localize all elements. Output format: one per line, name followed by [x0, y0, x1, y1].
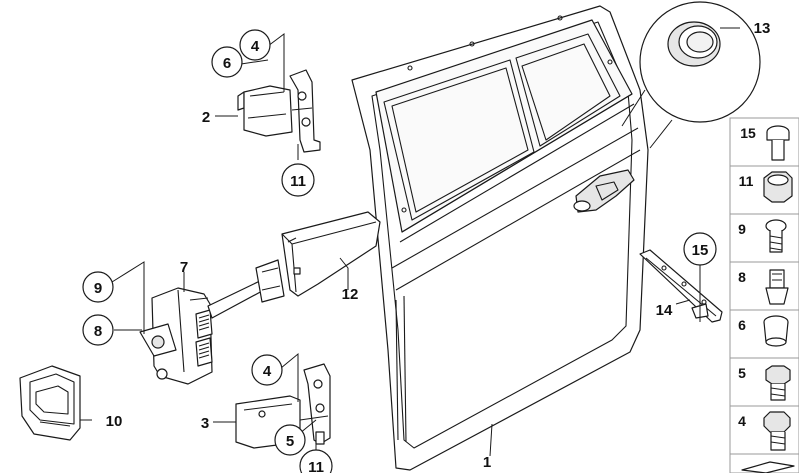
side-label-4: 4	[738, 413, 746, 429]
upper-hinge	[237, 69, 321, 153]
callout-label-3: 3	[201, 415, 209, 432]
side-label-15: 15	[740, 125, 756, 141]
callout-label-12: 12	[342, 286, 359, 303]
callout-circle-8	[82, 314, 114, 346]
callout-label-11-upper: 11	[290, 173, 306, 190]
leader-lines	[80, 33, 701, 457]
callout-label-8: 8	[94, 323, 102, 340]
callout-circle-4-lower	[251, 354, 283, 386]
callout-label-4-lower: 4	[263, 363, 272, 380]
side-label-11: 11	[739, 173, 754, 189]
callout-circle-11-lower	[299, 449, 333, 473]
callout-label-5: 5	[286, 433, 294, 450]
callout-label-2: 2	[202, 109, 210, 126]
side-label-6: 6	[738, 317, 746, 333]
callout-label-7: 7	[180, 259, 188, 276]
callout-label-6: 6	[223, 55, 231, 72]
callout-label-10: 10	[106, 413, 123, 430]
callout-label-1: 1	[483, 454, 491, 471]
callout-circle-6	[211, 46, 243, 78]
fastener-column	[729, 117, 799, 473]
callout-circle-11-upper	[281, 163, 315, 197]
side-label-8: 8	[738, 269, 746, 285]
callout-circles	[82, 29, 717, 473]
side-column-labels: 15 11 9 8 6 5 4	[738, 125, 756, 429]
callout-label-11-lower: 11	[308, 459, 324, 473]
door-stop-buffer	[19, 365, 81, 441]
callout-label-15: 15	[692, 242, 709, 259]
door-check-strap	[139, 211, 381, 385]
callout-circle-4-upper	[239, 29, 271, 61]
callout-labels: 1 2 3 4 4 5 6 7 8 9 10 11 11 12 13 14 15	[94, 20, 771, 473]
callout-circle-15	[683, 232, 717, 266]
grommet-detail-bubble	[621, 1, 761, 149]
callout-label-13: 13	[754, 20, 771, 37]
rear-door-shell	[351, 5, 649, 471]
callout-label-4-upper: 4	[251, 38, 260, 55]
callout-circle-9	[82, 271, 114, 303]
side-label-9: 9	[738, 221, 746, 237]
callout-circle-5	[274, 424, 306, 456]
callout-label-14: 14	[656, 302, 673, 319]
side-label-5: 5	[738, 365, 746, 381]
callout-label-9: 9	[94, 280, 102, 297]
